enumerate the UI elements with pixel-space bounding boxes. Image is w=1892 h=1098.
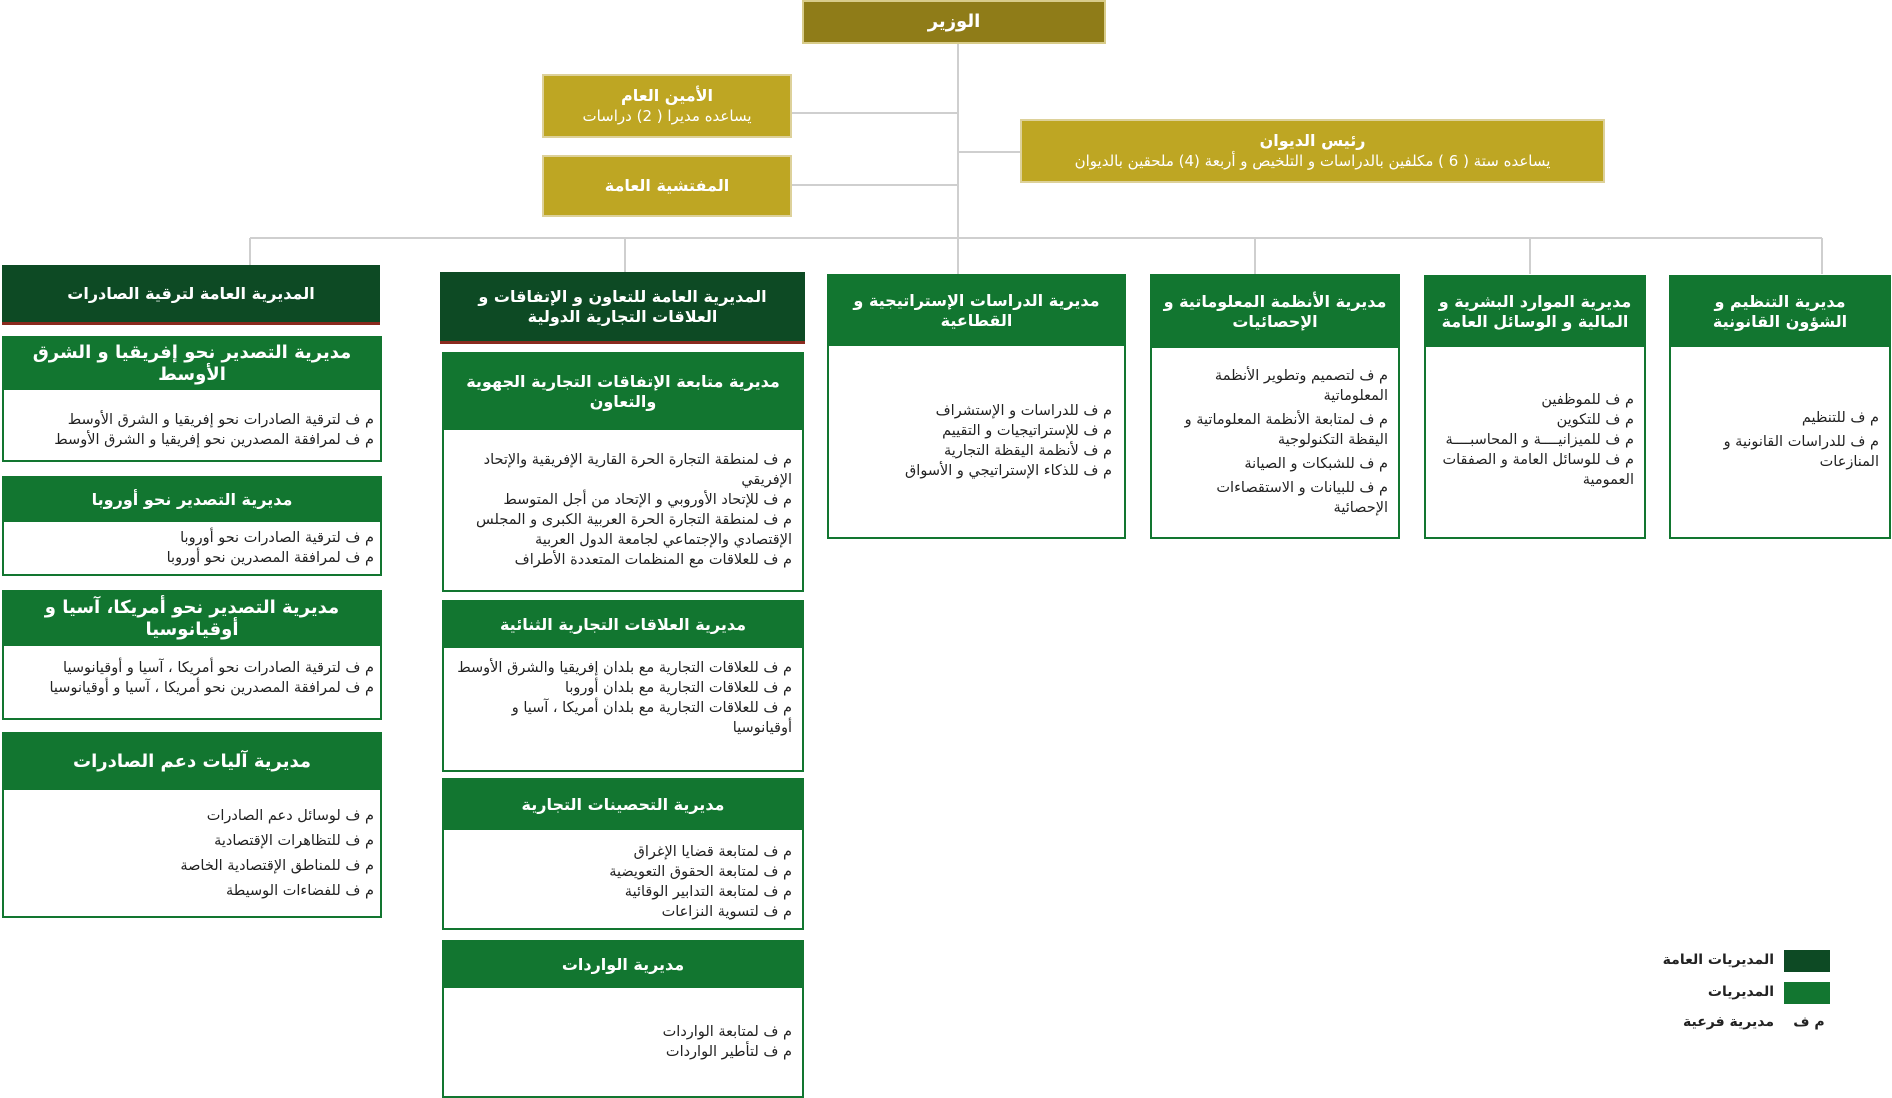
sub-item: م ف للموظفين bbox=[1541, 392, 1634, 408]
sub-item: م ف لترقية الصادرات نحو أمريكا ، آسيا و … bbox=[63, 660, 374, 676]
sub-item: م ف للعلاقات التجارية مع بلدان أمريكا ، … bbox=[511, 700, 792, 736]
dir-export-europe-title: مديرية التصدير نحو أوروبا bbox=[4, 478, 380, 522]
dir-export-america-items: م ف لترقية الصادرات نحو أمريكا ، آسيا و … bbox=[4, 646, 380, 702]
sub-item: م ف لمتابعة الحقوق التعويضية bbox=[609, 864, 792, 880]
sub-item: م ف لمرافقة المصدرين نحو إفريقيا و الشرق… bbox=[54, 432, 374, 448]
secretary-general-box: الأمين العام يساعده مديرا ( 2) دراسات bbox=[542, 74, 792, 138]
sub-item: م ف للوسائل العامة و الصفقات العمومية bbox=[1442, 452, 1634, 488]
sub-item: م ف للدراسات القانونية و المنازعات bbox=[1723, 434, 1879, 470]
minister-title: الوزير bbox=[927, 11, 981, 32]
dir-export-africa-items: م ف لترقية الصادرات نحو إفريقيا و الشرق … bbox=[4, 390, 380, 454]
legend-swatch-directorates bbox=[1784, 982, 1830, 1004]
dir-imports: مديرية الواردات م ف لمتابعة الواردات م ف… bbox=[442, 940, 804, 1098]
sub-item: م ف للشبكات و الصيانة bbox=[1244, 455, 1388, 472]
sub-item: م ف للمناطق الإقتصادية الخاصة bbox=[180, 858, 374, 874]
directorate-legal: مديرية التنظيم و الشؤون القانونية م ف لل… bbox=[1669, 275, 1891, 539]
sub-item: م ف للإتحاد الأوروبي و الإتحاد من أجل ال… bbox=[503, 492, 792, 508]
directorate-studies-title: مديرية الدراسات الإستراتيجية و القطاعية bbox=[829, 276, 1124, 346]
dir-export-europe: مديرية التصدير نحو أوروبا م ف لترقية الص… bbox=[2, 476, 382, 576]
dir-export-europe-items: م ف لترقية الصادرات نحو أوروبا م ف لمراف… bbox=[4, 522, 380, 572]
dir-bilateral-items: م ف للعلاقات التجارية مع بلدان إفريقيا و… bbox=[444, 648, 802, 742]
sub-item: م ف للإستراتيجيات و التقييم bbox=[942, 422, 1112, 439]
legend-label-general: المديريات العامة bbox=[1662, 952, 1774, 968]
sub-item: م ف لترقية الصادرات نحو إفريقيا و الشرق … bbox=[67, 412, 374, 428]
sub-item: م ف لمتابعة الواردات bbox=[662, 1024, 792, 1040]
chief-of-staff-sub: يساعده ستة ( 6 ) مكلفين بالدراسات و التل… bbox=[1074, 152, 1551, 170]
sub-item: م ف لمتابعة التدابير الوقائية bbox=[624, 884, 792, 900]
dir-trade-defense: مديرية التحصينات التجارية م ف لمتابعة قض… bbox=[442, 778, 804, 930]
sub-item: م ف للبيانات و الاستقصاءات الإحصائية bbox=[1216, 479, 1388, 516]
legend-abbr-sub: م ف bbox=[1793, 1014, 1825, 1030]
sub-item: م ف لمنطقة التجارة الحرة القارية الإفريق… bbox=[483, 452, 792, 488]
dir-export-support-title: مديرية آليات دعم الصادرات bbox=[4, 734, 380, 790]
sub-item: م ف للعلاقات التجارية مع بلدان أوروبا bbox=[564, 680, 792, 696]
dir-regional-agreements-items: م ف لمنطقة التجارة الحرة القارية الإفريق… bbox=[444, 430, 802, 574]
directorate-hr-title: مديرية الموارد البشرية و المالية و الوسا… bbox=[1426, 277, 1644, 347]
secretary-general-sub: يساعده مديرا ( 2) دراسات bbox=[582, 107, 752, 125]
dg-exports-header: المديرية العامة لترقية الصادرات bbox=[2, 265, 380, 325]
dir-export-support-items: م ف لوسائل دعم الصادرات م ف للتظاهرات ال… bbox=[4, 790, 380, 908]
sub-item: م ف للميزانيــــة و المحاسبــــة bbox=[1445, 432, 1634, 448]
dir-export-africa-title: مديرية التصدير نحو إفريقيا و الشرق الأوس… bbox=[4, 338, 380, 390]
directorate-studies-items: م ف للدراسات و الإستشراف م ف للإستراتيجي… bbox=[829, 346, 1124, 535]
directorate-hr-items: م ف للموظفين م ف للتكوين م ف للميزانيـــ… bbox=[1426, 347, 1644, 533]
sub-item: م ف لتأطير الواردات bbox=[665, 1044, 792, 1060]
dir-export-america-title: مديرية التصدير نحو أمريكا، آسيا و أوقيان… bbox=[4, 592, 380, 646]
legend-label-directorates: المديريات bbox=[1707, 984, 1774, 1000]
inspectorate-box: المفتشية العامة bbox=[542, 155, 792, 217]
sub-item: م ف لأنظمة اليقظة التجارية bbox=[943, 442, 1112, 459]
sub-item: م ف لمنطقة التجارة الحرة العربية الكبرى … bbox=[476, 512, 792, 548]
sub-item: م ف للفضاءات الوسيطة bbox=[225, 883, 374, 899]
sub-item: م ف لوسائل دعم الصادرات bbox=[206, 808, 374, 824]
legend-label-sub: مديرية فرعية bbox=[1683, 1014, 1774, 1030]
dg-cooperation-header: المديرية العامة للتعاون و الإتفاقات و ال… bbox=[440, 272, 805, 344]
dir-export-support: مديرية آليات دعم الصادرات م ف لوسائل دعم… bbox=[2, 732, 382, 918]
dir-trade-defense-title: مديرية التحصينات التجارية bbox=[444, 780, 802, 830]
sub-item: م ف لتصميم وتطوير الأنظمة المعلوماتية bbox=[1214, 367, 1388, 404]
dir-bilateral-title: مديرية العلاقات التجارية الثنائية bbox=[444, 602, 802, 648]
chief-of-staff-title: رئيس الديوان bbox=[1259, 131, 1366, 150]
sub-item: م ف للتظاهرات الإقتصادية bbox=[214, 833, 374, 849]
directorate-it-items: م ف لتصميم وتطوير الأنظمة المعلوماتية م … bbox=[1152, 348, 1398, 535]
sub-item: م ف لمرافقة المصدرين نحو أمريكا ، آسيا و… bbox=[49, 680, 374, 696]
sub-item: م ف لتسوية النزاعات bbox=[661, 904, 792, 920]
legend-swatch-general bbox=[1784, 950, 1830, 972]
inspectorate-title: المفتشية العامة bbox=[604, 176, 730, 195]
sub-item: م ف للتكوين bbox=[1556, 412, 1634, 428]
dir-regional-agreements: مديرية متابعة الإتفاقات التجارية الجهوية… bbox=[442, 352, 804, 592]
directorate-studies: مديرية الدراسات الإستراتيجية و القطاعية … bbox=[827, 274, 1126, 539]
sub-item: م ف لمتابعة الأنظمة المعلوماتية و اليقظة… bbox=[1184, 411, 1388, 448]
sub-item: م ف لمتابعة قضايا الإغراق bbox=[633, 844, 792, 860]
sub-item: م ف للعلاقات التجارية مع بلدان إفريقيا و… bbox=[457, 660, 792, 676]
directorate-it-title: مديرية الأنظمة المعلوماتية و الإحصائيات bbox=[1152, 276, 1398, 348]
directorate-legal-items: م ف للتنظيم م ف للدراسات القانونية و الم… bbox=[1671, 347, 1889, 533]
sub-item: م ف للعلاقات مع المنظمات المتعددة الأطرا… bbox=[514, 552, 792, 568]
dir-regional-agreements-title: مديرية متابعة الإتفاقات التجارية الجهوية… bbox=[444, 354, 802, 430]
sub-item: م ف للتنظيم bbox=[1801, 410, 1879, 426]
minister-box: الوزير bbox=[802, 0, 1106, 44]
sub-item: م ف لمرافقة المصدرين نحو أوروبا bbox=[166, 550, 374, 566]
dir-export-africa: مديرية التصدير نحو إفريقيا و الشرق الأوس… bbox=[2, 336, 382, 462]
secretary-general-title: الأمين العام bbox=[620, 86, 714, 105]
sub-item: م ف لترقية الصادرات نحو أوروبا bbox=[180, 530, 374, 546]
dir-bilateral: مديرية العلاقات التجارية الثنائية م ف لل… bbox=[442, 600, 804, 772]
directorate-it: مديرية الأنظمة المعلوماتية و الإحصائيات … bbox=[1150, 274, 1400, 539]
sub-item: م ف للذكاء الإستراتيجي و الأسواق bbox=[905, 462, 1112, 479]
directorate-hr: مديرية الموارد البشرية و المالية و الوسا… bbox=[1424, 275, 1646, 539]
dir-imports-title: مديرية الواردات bbox=[444, 942, 802, 988]
dir-export-america: مديرية التصدير نحو أمريكا، آسيا و أوقيان… bbox=[2, 590, 382, 720]
directorate-legal-title: مديرية التنظيم و الشؤون القانونية bbox=[1671, 277, 1889, 347]
dir-trade-defense-items: م ف لمتابعة قضايا الإغراق م ف لمتابعة ال… bbox=[444, 830, 802, 926]
dir-imports-items: م ف لمتابعة الواردات م ف لتأطير الواردات bbox=[444, 988, 802, 1066]
sub-item: م ف للدراسات و الإستشراف bbox=[935, 402, 1112, 419]
chief-of-staff-box: رئيس الديوان يساعده ستة ( 6 ) مكلفين بال… bbox=[1020, 119, 1605, 183]
